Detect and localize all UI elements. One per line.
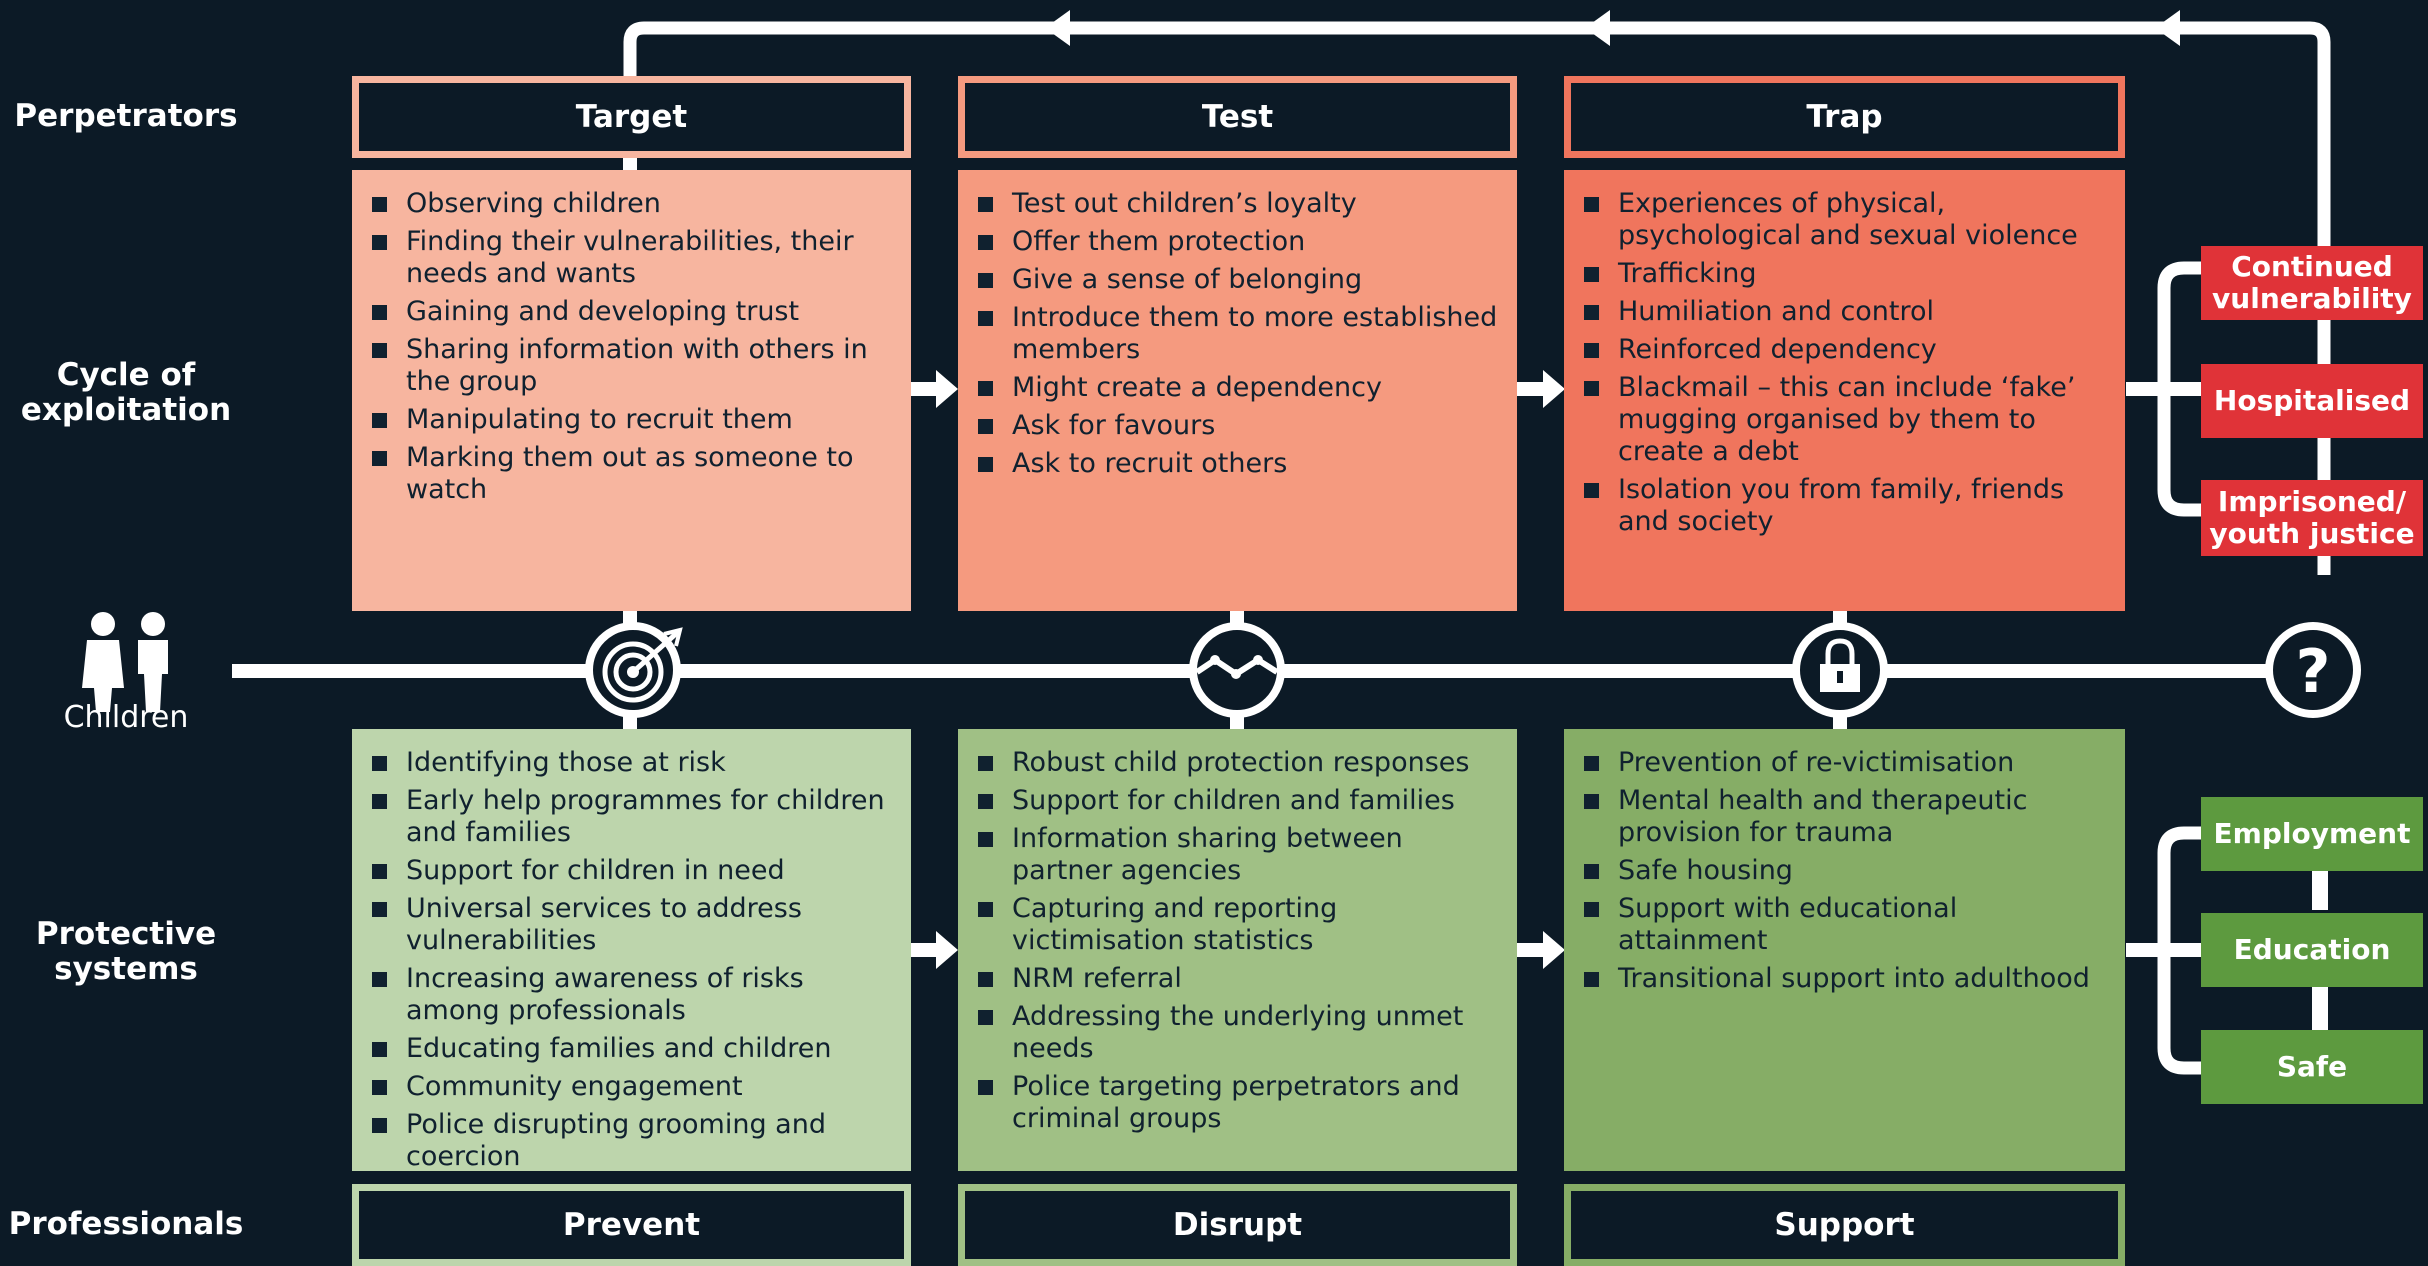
response-footer-prevent: Prevent bbox=[352, 1184, 911, 1266]
response-panel-support: Prevention of re-victimisation Mental he… bbox=[1564, 729, 2125, 1171]
list-item: Introduce them to more established membe… bbox=[978, 302, 1499, 366]
list-item: Sharing information with others in the g… bbox=[372, 334, 893, 398]
outcome-safe: Safe bbox=[2201, 1030, 2423, 1104]
target-icon bbox=[585, 622, 683, 718]
wave-icon bbox=[1189, 622, 1285, 718]
list-item: Universal services to address vulnerabil… bbox=[372, 893, 893, 957]
list-item: Police disrupting grooming and coercion bbox=[372, 1109, 893, 1173]
list-item: Increasing awareness of risks among prof… bbox=[372, 963, 893, 1027]
list-item: Isolation you from family, friends and s… bbox=[1584, 474, 2107, 538]
response-arrow-3 bbox=[1543, 931, 1565, 969]
stage-arrow-stem-1 bbox=[910, 382, 938, 396]
list-item: Reinforced dependency bbox=[1584, 334, 2107, 366]
list-item: Educating families and children bbox=[372, 1033, 893, 1065]
list-item: Ask to recruit others bbox=[978, 448, 1499, 480]
response-arrow-1 bbox=[936, 931, 958, 969]
response-footer-disrupt: Disrupt bbox=[958, 1184, 1517, 1266]
stage-header-target: Target bbox=[352, 76, 911, 158]
response-arrow-stem-2 bbox=[1517, 943, 1545, 957]
response-footer-support: Support bbox=[1564, 1184, 2125, 1266]
stage-panel-test: Test out children’s loyalty Offer them p… bbox=[958, 170, 1517, 611]
question-mark-icon: ? bbox=[2265, 622, 2361, 718]
negative-bracket-join bbox=[2160, 382, 2210, 396]
test-list: Test out children’s loyalty Offer them p… bbox=[978, 188, 1499, 480]
list-item: Support for children in need bbox=[372, 855, 893, 887]
lock-icon bbox=[1792, 622, 1888, 718]
list-item: Capturing and reporting victimisation st… bbox=[978, 893, 1499, 957]
list-item: NRM referral bbox=[978, 963, 1499, 995]
outcome-stub-mid bbox=[2312, 870, 2328, 910]
list-item: Blackmail – this can include ‘fake’ mugg… bbox=[1584, 372, 2107, 468]
list-item: Community engagement bbox=[372, 1071, 893, 1103]
stage-arrow-1 bbox=[936, 370, 958, 408]
list-item: Ask for favours bbox=[978, 410, 1499, 442]
outcome-stub-mid2 bbox=[2312, 985, 2328, 1030]
list-item: Information sharing between partner agen… bbox=[978, 823, 1499, 887]
list-item: Safe housing bbox=[1584, 855, 2107, 887]
loop-arrow-1 bbox=[1045, 10, 1070, 46]
stage-panel-target: Observing children Finding their vulnera… bbox=[352, 170, 911, 611]
list-item: Might create a dependency bbox=[978, 372, 1499, 404]
list-item: Transitional support into adulthood bbox=[1584, 963, 2107, 995]
list-item: Observing children bbox=[372, 188, 893, 220]
outcome-employment: Employment bbox=[2201, 797, 2423, 871]
outcome-hospitalised: Hospitalised bbox=[2201, 364, 2423, 438]
list-item: Support with educational attainment bbox=[1584, 893, 2107, 957]
loop-arrow-2 bbox=[1585, 10, 1610, 46]
list-item: Test out children’s loyalty bbox=[978, 188, 1499, 220]
list-item: Marking them out as someone to watch bbox=[372, 442, 893, 506]
row-label-children: Children bbox=[63, 700, 189, 735]
row-label-professionals: Professionals bbox=[8, 1206, 244, 1242]
list-item: Finding their vulnerabilities, their nee… bbox=[372, 226, 893, 290]
list-item: Prevention of re-victimisation bbox=[1584, 747, 2107, 779]
list-item: Early help programmes for children and f… bbox=[372, 785, 893, 849]
response-arrow-stem-1 bbox=[910, 943, 938, 957]
loop-arrow-3 bbox=[2155, 10, 2180, 46]
outcome-education: Education bbox=[2201, 913, 2423, 987]
svg-text:?: ? bbox=[2296, 637, 2331, 707]
list-item: Robust child protection responses bbox=[978, 747, 1499, 779]
list-item: Gaining and developing trust bbox=[372, 296, 893, 328]
target-list: Observing children Finding their vulnera… bbox=[372, 188, 893, 506]
row-label-protective: Protective systems bbox=[35, 916, 217, 987]
list-item: Police targeting perpetrators and crimin… bbox=[978, 1071, 1499, 1135]
stage-header-trap: Trap bbox=[1564, 76, 2125, 158]
support-list: Prevention of re-victimisation Mental he… bbox=[1584, 747, 2107, 995]
disrupt-list: Robust child protection responses Suppor… bbox=[978, 747, 1499, 1135]
list-item: Trafficking bbox=[1584, 258, 2107, 290]
row-label-cycle: Cycle of exploitation bbox=[20, 357, 232, 428]
stage-panel-trap: Experiences of physical, psychological a… bbox=[1564, 170, 2125, 611]
list-item: Offer them protection bbox=[978, 226, 1499, 258]
stage-arrow-stem-2 bbox=[1517, 382, 1545, 396]
outcome-continued-vulnerability: Continued vulnerability bbox=[2201, 246, 2423, 320]
prevent-list: Identifying those at risk Early help pro… bbox=[372, 747, 893, 1173]
list-item: Mental health and therapeutic provision … bbox=[1584, 785, 2107, 849]
trap-list: Experiences of physical, psychological a… bbox=[1584, 188, 2107, 538]
list-item: Experiences of physical, psychological a… bbox=[1584, 188, 2107, 252]
positive-bracket bbox=[2157, 826, 2210, 1075]
children-icon bbox=[82, 612, 168, 712]
row-label-perpetrators: Perpetrators bbox=[14, 98, 238, 134]
feedback-loop-line bbox=[623, 21, 2331, 575]
list-item: Support for children and families bbox=[978, 785, 1499, 817]
list-item: Addressing the underlying unmet needs bbox=[978, 1001, 1499, 1065]
list-item: Give a sense of belonging bbox=[978, 264, 1499, 296]
list-item: Manipulating to recruit them bbox=[372, 404, 893, 436]
stage-header-test: Test bbox=[958, 76, 1517, 158]
list-item: Identifying those at risk bbox=[372, 747, 893, 779]
outcome-imprisoned: Imprisoned/ youth justice bbox=[2201, 480, 2423, 556]
response-panel-disrupt: Robust child protection responses Suppor… bbox=[958, 729, 1517, 1171]
response-panel-prevent: Identifying those at risk Early help pro… bbox=[352, 729, 911, 1173]
stage-arrow-2 bbox=[1543, 370, 1565, 408]
list-item: Humiliation and control bbox=[1584, 296, 2107, 328]
